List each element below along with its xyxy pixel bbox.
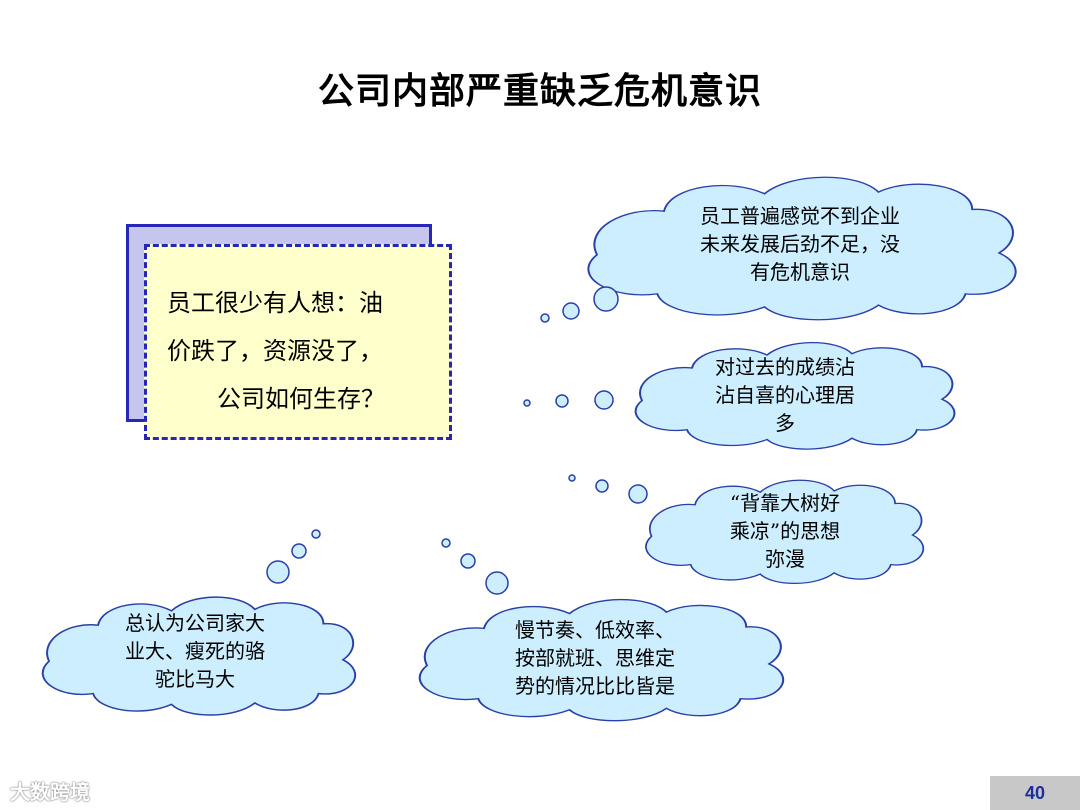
cloud-4-line-2: 按部就班、思维定 — [515, 646, 675, 670]
bubble-5c — [311, 529, 321, 539]
cloud-4-line-3: 势的情况比比皆是 — [515, 674, 675, 698]
bubble-1b — [562, 302, 580, 320]
cloud-2-line-1: 对过去的成绩沾 — [715, 355, 855, 379]
cloud-3-line-3: 弥漫 — [765, 547, 805, 571]
bubble-3b — [595, 479, 609, 493]
note-line-1: 员工很少有人想：油 — [167, 289, 383, 317]
cloud-3-line-2: 乘凉”的思想 — [729, 519, 841, 543]
cloud-1-line-2: 未来发展后劲不足，没 — [700, 232, 900, 256]
bubble-3c — [568, 474, 576, 482]
note-line-2: 价跌了，资源没了， — [167, 337, 383, 365]
bubble-2c — [523, 399, 531, 407]
watermark-logo: 大数跨境 — [10, 780, 90, 804]
cloud-4-text: 慢节奏、低效率、 按部就班、思维定 势的情况比比皆是 — [470, 616, 720, 700]
bubble-1c — [540, 313, 550, 323]
note-line-3: 公司如何生存？ — [217, 385, 385, 413]
cloud-1-line-3: 有危机意识 — [750, 260, 850, 284]
cloud-5-line-1: 总认为公司家大 — [125, 611, 265, 635]
note-box: 员工很少有人想：油 价跌了，资源没了， 公司如何生存？ — [144, 244, 452, 440]
bubble-1a — [593, 286, 619, 312]
bubble-2b — [555, 394, 569, 408]
bubble-3a — [628, 484, 648, 504]
cloud-5-line-3: 驼比马大 — [155, 667, 235, 691]
cloud-4-line-1: 慢节奏、低效率、 — [515, 618, 675, 642]
bubble-4a — [485, 571, 509, 595]
page-number: 40 — [990, 776, 1080, 810]
cloud-3-text: “背靠大树好 乘凉”的思想 弥漫 — [690, 489, 880, 573]
bubble-2a — [594, 390, 614, 410]
cloud-3-line-1: “背靠大树好 — [729, 491, 841, 515]
cloud-2-line-3: 多 — [775, 411, 795, 435]
cloud-5-text: 总认为公司家大 业大、瘦死的骆 驼比马大 — [90, 609, 300, 693]
slide-title: 公司内部严重缺乏危机意识 — [317, 71, 762, 112]
bubble-4c — [441, 538, 451, 548]
cloud-1-text: 员工普遍感觉不到企业 未来发展后劲不足，没 有危机意识 — [630, 202, 970, 286]
cloud-1-line-1: 员工普遍感觉不到企业 — [700, 204, 900, 228]
bubble-4b — [460, 553, 476, 569]
bubble-5b — [291, 543, 307, 559]
cloud-2-text: 对过去的成绩沾 沾自喜的心理居 多 — [680, 353, 890, 437]
cloud-5-line-2: 业大、瘦死的骆 — [125, 639, 265, 663]
cloud-2-line-2: 沾自喜的心理居 — [715, 383, 855, 407]
bubble-5a — [266, 560, 290, 584]
